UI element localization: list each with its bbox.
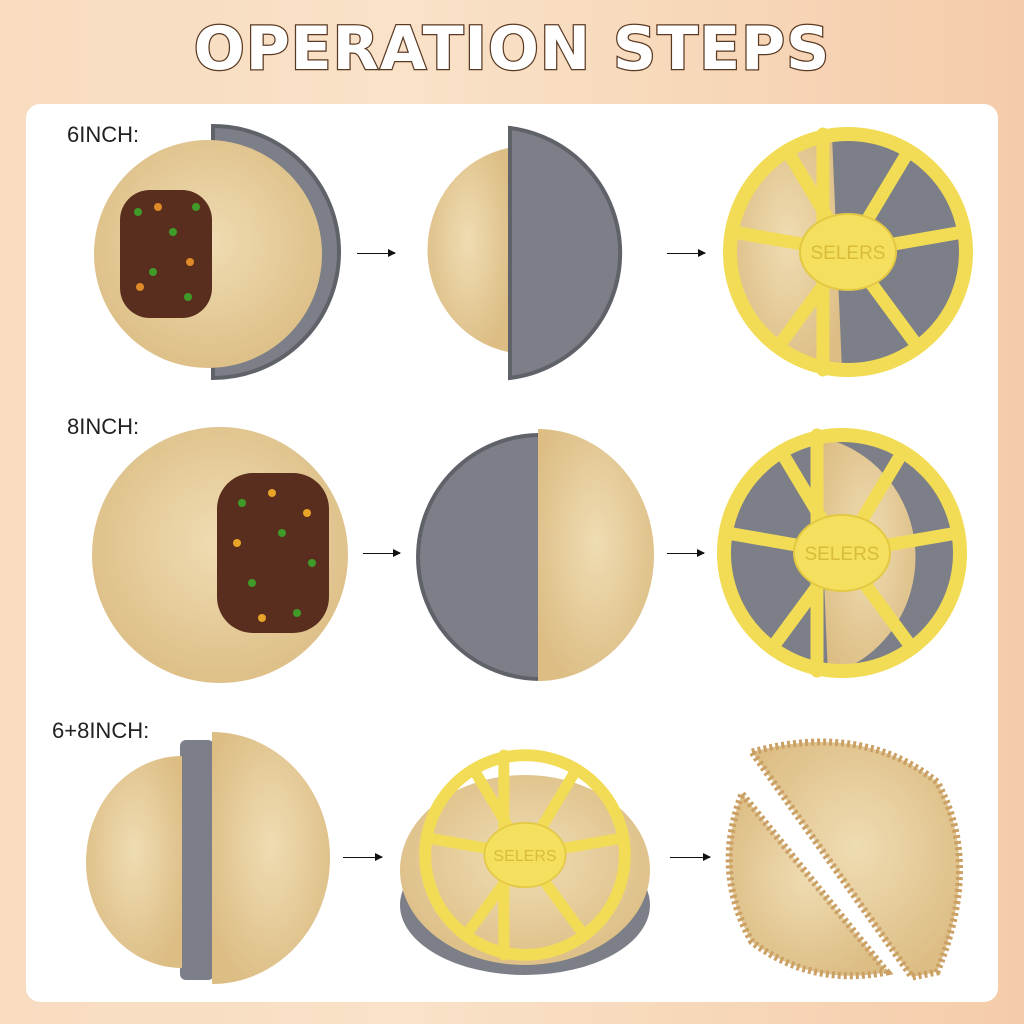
step-8inch-press: SELERS [708, 413, 988, 693]
step-6-8inch-press: SELERS [400, 725, 650, 975]
arrow-right [363, 549, 401, 557]
step-8inch-fill [92, 427, 348, 683]
brand-logo: SELERS [805, 544, 880, 565]
step-8inch-fold [416, 429, 654, 682]
mold-half [416, 432, 542, 682]
step-6inch-fold [427, 125, 623, 381]
tortilla-folded [538, 429, 654, 681]
arrow-right [357, 249, 396, 257]
tortilla-6inch [86, 756, 182, 968]
arrow-right [667, 549, 705, 557]
tortilla-8inch [212, 732, 330, 984]
step-6inch-press: SELERS [712, 112, 992, 392]
sealed-half-8inch [746, 738, 963, 981]
brand-logo: SELERS [811, 243, 886, 264]
row-label-8inch: 8INCH: [67, 414, 140, 439]
step-6inch-fill [94, 123, 341, 381]
mold-open [180, 740, 214, 980]
arrow-right [343, 853, 383, 861]
mold-half [508, 125, 623, 381]
brand-logo: SELERS [493, 848, 556, 865]
arrow-right [670, 853, 711, 861]
row-label-6-8inch: 6+8INCH: [52, 718, 150, 743]
step-6-8inch-fill [86, 732, 330, 984]
row-label-6inch: 6INCH: [67, 122, 140, 147]
filling [217, 473, 329, 633]
sealed-half-6inch [725, 787, 894, 980]
page-title: OPERATION STEPS [192, 13, 831, 86]
tortilla-folded [427, 148, 508, 352]
arrow-right [667, 249, 706, 257]
step-finished [725, 738, 963, 981]
